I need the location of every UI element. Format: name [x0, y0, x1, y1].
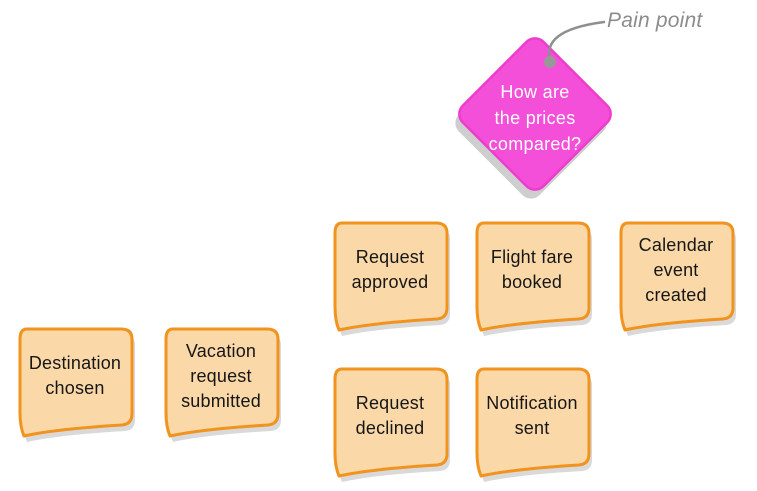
sticky-note-shape [333, 221, 450, 336]
sticky-note-label: Destination chosen [28, 353, 122, 398]
annotation-connector-line [547, 20, 606, 63]
sticky-note-calendar-event-created[interactable]: Calendar event created [614, 220, 738, 336]
pain-point-annotation: Pain point [607, 9, 703, 32]
diamond-note-shape [455, 20, 612, 199]
sticky-note-destination-chosen[interactable]: Destination chosen [13, 326, 137, 442]
sticky-note-flight-fare-booked[interactable]: Flight fare booked [470, 220, 594, 336]
note-paper [164, 327, 280, 438]
note-paper [619, 221, 735, 332]
diamond-paper [458, 37, 612, 191]
note-paper [333, 367, 449, 478]
sticky-note-shape [475, 221, 592, 336]
note-paper [475, 221, 591, 332]
sticky-note-label: Flight fare booked [490, 247, 574, 292]
sticky-note-shape [333, 367, 450, 482]
sticky-note-shape [475, 367, 592, 482]
sticky-note-label: Calendar event created [638, 234, 714, 305]
sticky-note-request-declined[interactable]: Request declined [328, 366, 452, 482]
sticky-note-notification-sent[interactable]: Notification sent [470, 366, 594, 482]
pain-point-note[interactable] [430, 8, 700, 208]
sticky-note-label: Vacation request submitted [181, 340, 261, 411]
pain-point-note-label: How are the prices compared? [488, 82, 582, 154]
note-paper [333, 221, 449, 332]
sticky-note-shape [619, 221, 736, 336]
sticky-note-vacation-request-submitted[interactable]: Vacation request submitted [159, 326, 283, 442]
note-paper [18, 327, 134, 438]
note-paper [475, 367, 591, 478]
pin-dot-icon [544, 56, 556, 68]
sticky-note-label: Notification sent [486, 393, 578, 438]
sticky-note-label: Request approved [351, 247, 429, 292]
sticky-note-label: Request declined [355, 393, 425, 438]
sticky-note-shape [18, 327, 135, 442]
sticky-note-request-approved[interactable]: Request approved [328, 220, 452, 336]
sticky-note-shape [164, 327, 281, 442]
